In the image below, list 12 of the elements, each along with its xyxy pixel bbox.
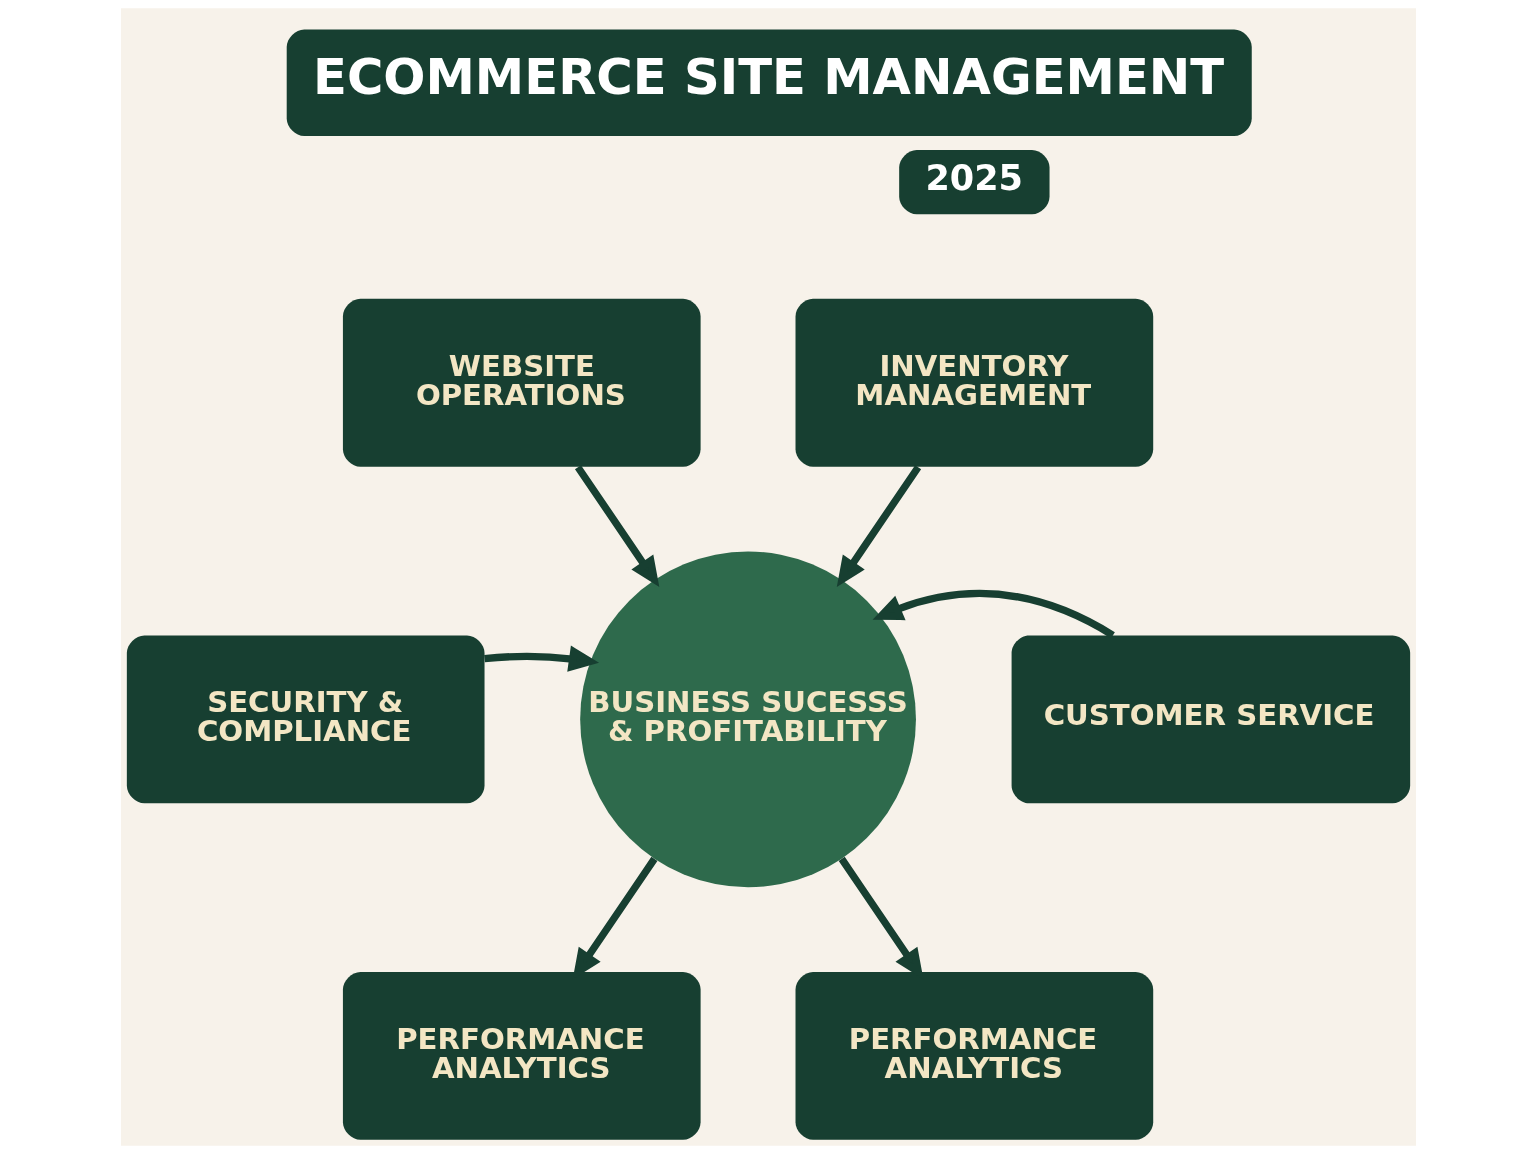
node-box: PERFORMANCE ANALYTICS — [795, 971, 1153, 1140]
node-box: PERFORMANCE ANALYTICS — [342, 971, 701, 1140]
arrow — [483, 645, 599, 672]
node-box: WEBSITE OPERATIONS — [342, 298, 701, 467]
node-box: CUSTOMER SERVICE — [1011, 635, 1410, 804]
node-box: SECURITY & COMPLIANCE — [126, 635, 485, 804]
arrow — [836, 465, 921, 588]
label: 2025 — [924, 156, 1023, 198]
node-box: INVENTORY MANAGEMENT — [795, 298, 1153, 467]
diagram-title: ECOMMERCE SITE MANAGEMENT — [312, 48, 1224, 107]
arrow — [872, 589, 1115, 639]
arrow — [574, 465, 659, 588]
